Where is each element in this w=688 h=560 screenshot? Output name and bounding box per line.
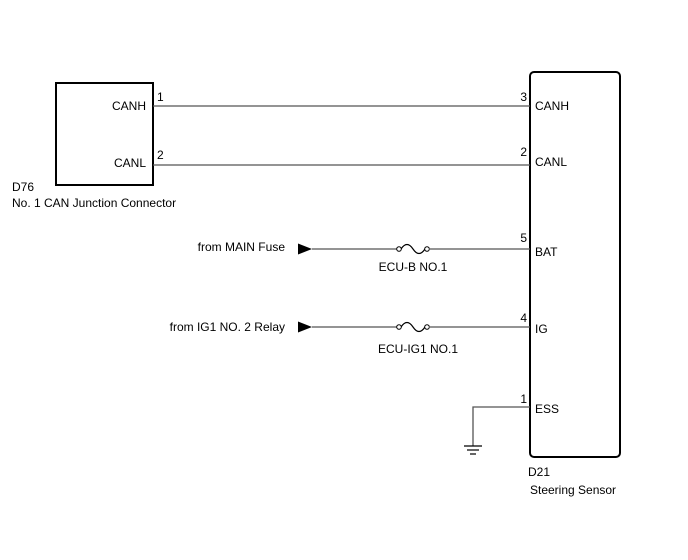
wire-canl-pin-d76: 2 [157, 148, 164, 162]
sensor-d21-pin-label-canh: CANH [535, 99, 569, 113]
connector-d76-name: No. 1 CAN Junction Connector [12, 196, 176, 210]
wire-canh-pin-d21: 3 [520, 90, 527, 104]
arrow-right-icon [298, 243, 312, 255]
wire-ess-pin-d21: 1 [520, 392, 527, 406]
connector-d76-pin-label-canh: CANH [112, 99, 146, 113]
sensor-d21-pin-label-ess: ESS [535, 402, 559, 416]
fuse-ecu-b-label: ECU-B NO.1 [379, 260, 448, 274]
connector-d76-box [55, 82, 154, 186]
arrow-right-icon [298, 321, 312, 333]
connector-d76-pin-label-canl: CANL [114, 156, 146, 170]
wire-bat-pin-d21: 5 [520, 231, 527, 245]
wire-ess-ground [472, 406, 530, 446]
fuse-icon [396, 321, 430, 333]
sensor-d21-pin-label-ig: IG [535, 322, 548, 336]
fuse-icon [396, 243, 430, 255]
sensor-d21-name: Steering Sensor [530, 483, 616, 497]
sensor-d21-code: D21 [528, 465, 550, 479]
source-ig1-relay-label: from IG1 NO. 2 Relay [170, 320, 285, 334]
connector-d76-code: D76 [12, 180, 34, 194]
wire-canh-pin-d76: 1 [157, 90, 164, 104]
source-main-fuse-label: from MAIN Fuse [198, 240, 286, 254]
sensor-d21-pin-label-canl: CANL [535, 155, 567, 169]
sensor-d21-pin-label-bat: BAT [535, 245, 558, 259]
ground-icon [464, 445, 482, 455]
fuse-ecu-ig1-label: ECU-IG1 NO.1 [378, 342, 458, 356]
wire-canl-pin-d21: 2 [520, 145, 527, 159]
sensor-d21-box [529, 71, 621, 458]
wire-ig-pin-d21: 4 [520, 311, 527, 325]
